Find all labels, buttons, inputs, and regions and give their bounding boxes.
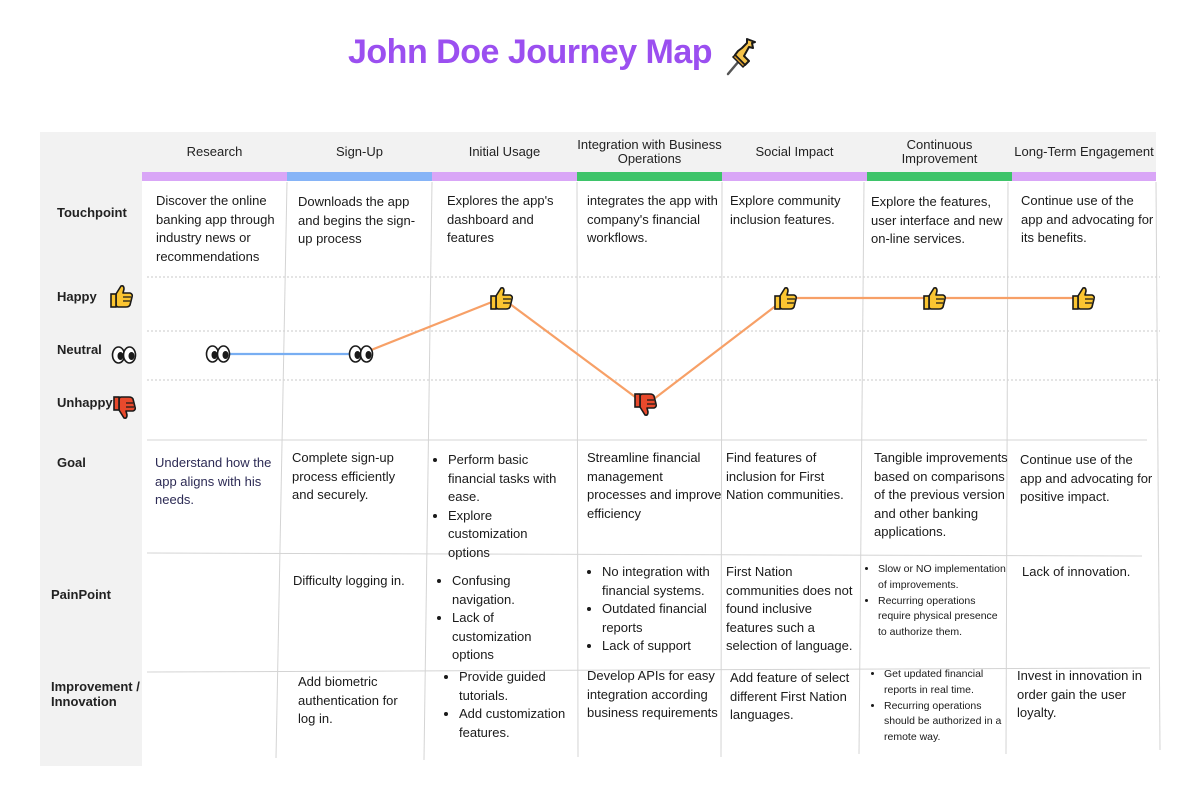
painpoint-cell-3-item-1: Confusing navigation.: [452, 572, 576, 609]
legend-thumbs-down-icon: [112, 395, 138, 421]
improvement-cell-2: Add biometric authentication for log in.: [298, 674, 398, 726]
legend-eyes-icon: [111, 342, 137, 368]
emotion-point-7-thumbs-up-icon: [1071, 285, 1097, 311]
painpoint-cell-4-item-1: No integration with financial systems.: [602, 563, 718, 600]
goal-cell-3-item-1: Perform basic financial tasks with ease.: [448, 451, 572, 507]
row-label-improvement: Improvement / Innovation: [51, 679, 140, 709]
touchpoint-cell-4: integrates the app with company's financ…: [587, 193, 718, 245]
painpoint-cell-6-item-1: Slow or NO implementation of improvement…: [878, 562, 1006, 594]
stage-color-bar-4: [577, 172, 722, 181]
goal-cell-3-item-2: Explore customization options: [448, 507, 572, 563]
stage-color-bar-2: [287, 172, 432, 181]
emotion-point-3-thumbs-up-icon: [489, 285, 515, 311]
improvement-cell-4: Develop APIs for easy integration accord…: [587, 668, 718, 720]
improvement-cell-7: Invest in innovation in order gain the u…: [1017, 668, 1143, 720]
painpoint-cell-4-item-3: Lack of support: [602, 637, 718, 656]
stage-header-3: Initial Usage: [468, 144, 541, 159]
stage-header: [142, 132, 1156, 172]
pushpin-icon: [726, 38, 756, 76]
stage-color-bar-3: [432, 172, 577, 181]
row-label-touchpoint: Touchpoint: [57, 205, 127, 220]
painpoint-cell-2: Difficulty logging in.: [293, 573, 405, 588]
stage-color-bar-7: [1012, 172, 1156, 181]
emotion-point-4-thumbs-down-icon: [633, 392, 659, 418]
improvement-cell-3: Provide guided tutorials.Add customizati…: [443, 668, 573, 742]
goal-cell-5: Find features of inclusion for First Nat…: [726, 450, 844, 502]
painpoint-cell-6: Slow or NO implementation of improvement…: [866, 562, 1006, 641]
stage-color-bar-5: [722, 172, 867, 181]
painpoint-cell-7: Lack of innovation.: [1022, 564, 1131, 579]
stage-header-5: Social Impact: [755, 144, 834, 159]
stage-color-bar-6: [867, 172, 1012, 181]
stage-header-7: Long-Term Engagement: [1014, 144, 1154, 159]
stage-header-2: Sign-Up: [336, 144, 383, 159]
stage-header-6: Continuous Improvement: [901, 137, 978, 166]
improvement-cell-3-item-2: Add customization features.: [459, 705, 573, 742]
improvement-cell-6: Get updated financial reports in real ti…: [872, 667, 1002, 746]
stage-color-bar-1: [142, 172, 287, 181]
page-title: John Doe Journey Map: [348, 33, 713, 71]
improvement-cell-3-item-1: Provide guided tutorials.: [459, 668, 573, 705]
goal-cell-1: Understand how the app aligns with his n…: [155, 455, 272, 507]
emotion-segment-4: [644, 296, 788, 407]
painpoint-cell-4-item-2: Outdated financial reports: [602, 600, 718, 637]
goal-cell-6: Tangible improvements based on compariso…: [874, 450, 1008, 539]
emotion-point-2-eyes-icon: [348, 341, 374, 367]
emotion-point-1-eyes-icon: [205, 341, 231, 367]
painpoint-cell-4: No integration with financial systems.Ou…: [586, 563, 718, 656]
touchpoint-cell-1: Discover the online banking app through …: [156, 193, 275, 264]
emotion-point-5-thumbs-up-icon: [773, 285, 799, 311]
improvement-cell-6-item-2: Recurring operations should be authorize…: [884, 699, 1002, 746]
goal-cell-3: Perform basic financial tasks with ease.…: [432, 451, 572, 562]
improvement-cell-5: Add feature of select different First Na…: [730, 670, 850, 722]
touchpoint-cell-3: Explores the app's dashboard and feature…: [447, 193, 554, 245]
emotion-point-6-thumbs-up-icon: [922, 285, 948, 311]
stage-header-4: Integration with Business Operations: [577, 137, 722, 166]
painpoint-cell-3: Confusing navigation.Lack of customizati…: [436, 572, 576, 665]
row-label-neutral: Neutral: [57, 342, 102, 357]
emotion-segment-3: [500, 296, 648, 407]
touchpoint-cell-7: Continue use of the app and advocating f…: [1021, 193, 1154, 245]
goal-cell-2: Complete sign-up process efficiently and…: [292, 450, 396, 502]
row-label-painpoint: PainPoint: [51, 587, 111, 602]
painpoint-cell-6-item-2: Recurring operations require physical pr…: [878, 594, 1006, 641]
emotion-segment-2: [359, 296, 504, 356]
painpoint-cell-3-item-2: Lack of customization options: [452, 609, 576, 665]
row-label-happy: Happy: [57, 289, 97, 304]
touchpoint-cell-6: Explore the features, user interface and…: [871, 194, 1003, 246]
row-label-column: [40, 132, 142, 766]
goal-cell-7: Continue use of the app and advocating f…: [1020, 452, 1153, 504]
painpoint-cell-5: First Nation communities does not found …: [726, 564, 853, 653]
row-label-unhappy: Unhappy: [57, 395, 113, 410]
stage-header-1: Research: [186, 144, 243, 159]
legend-thumbs-up-icon: [109, 283, 135, 309]
touchpoint-cell-5: Explore community inclusion features.: [730, 193, 841, 227]
goal-cell-4: Streamline financial management processe…: [587, 450, 722, 521]
touchpoint-cell-2: Downloads the app and begins the sign-up…: [298, 194, 416, 246]
row-label-goal: Goal: [57, 455, 86, 470]
improvement-cell-6-item-1: Get updated financial reports in real ti…: [884, 667, 1002, 699]
